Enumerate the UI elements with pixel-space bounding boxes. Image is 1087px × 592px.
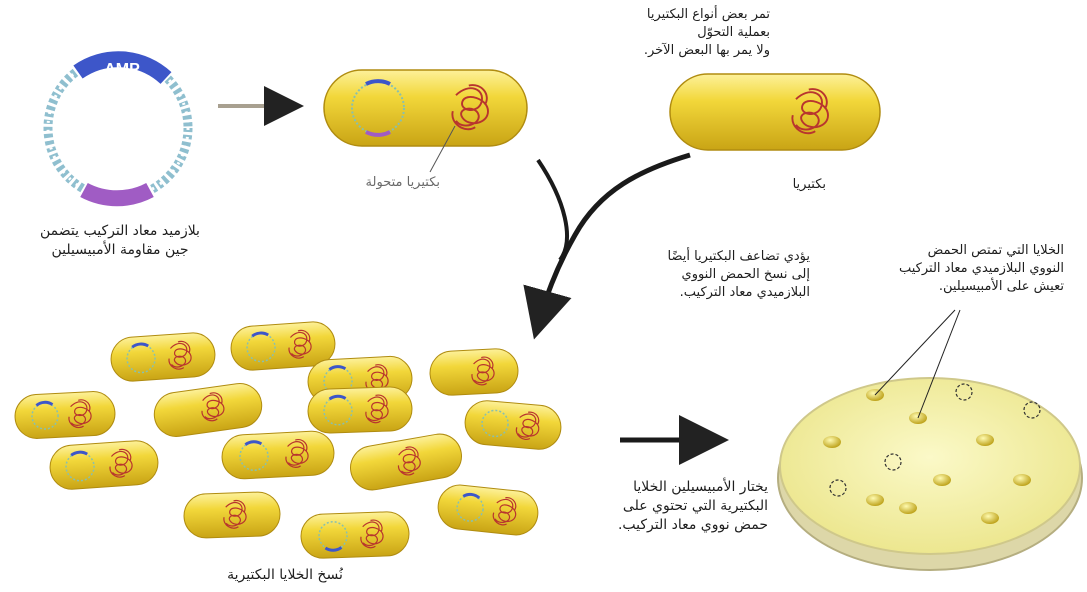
dish-note-line-3: تعيش على الأمبيسيلين. (830, 278, 1064, 296)
plasmid-caption-line-2: جين مقاومة الأمبيسيلين (0, 241, 240, 260)
bacteria-copies-label: نُسخ الخلايا البكتيرية (190, 566, 380, 585)
transformed-bacterium (324, 70, 527, 146)
bacteria-label: بكتيريا (700, 176, 826, 194)
dish-note-line-1: الخلايا التي تمتص الحمض (830, 242, 1064, 260)
selection-note: يختار الأمبيسيلين الخلايا البكتيرية التي… (560, 478, 768, 535)
recombinant-plasmid: AMP (48, 58, 188, 198)
transformation-note-line-3: ولا يمر بها البعض الآخر. (520, 42, 770, 60)
plasmid-caption-line-1: بلازميد معاد التركيب يتضمن (0, 222, 240, 241)
petri-dish (778, 310, 1082, 570)
replication-note-line-3: البلازميدي معاد التركيب. (560, 284, 810, 302)
selection-note-line-1: يختار الأمبيسيلين الخلايا (560, 478, 768, 497)
transformed-bacteria-label: بكتيريا متحولة (320, 174, 440, 192)
replication-note-line-2: إلى نسخ الحمض النووي (560, 266, 810, 284)
plasmid-caption: بلازميد معاد التركيب يتضمن جين مقاومة ال… (0, 222, 240, 260)
transformed-merge-arrow (538, 160, 567, 260)
transformation-note-line-1: تمر بعض أنواع البكتيريا (520, 6, 770, 24)
plain-bacterium (670, 74, 880, 150)
replication-note: يؤدي تضاعف البكتيريا أيضًا إلى نسخ الحمض… (560, 248, 810, 302)
selection-note-line-2: البكتيرية التي تحتوي على (560, 497, 768, 516)
dish-note-line-2: النووي البلازميدي معاد التركيب (830, 260, 1064, 278)
purple-gene-segment (84, 190, 150, 198)
transformation-note-line-2: بعملية التحوّل (520, 24, 770, 42)
replication-note-line-1: يؤدي تضاعف البكتيريا أيضًا (560, 248, 810, 266)
selection-note-line-3: حمض نووي معاد التركيب. (560, 516, 768, 535)
transformation-note: تمر بعض أنواع البكتيريا بعملية التحوّل و… (520, 6, 770, 60)
bacteria-copies (14, 320, 563, 558)
dish-note: الخلايا التي تمتص الحمض النووي البلازميد… (830, 242, 1064, 296)
amp-label: AMP (104, 61, 140, 78)
